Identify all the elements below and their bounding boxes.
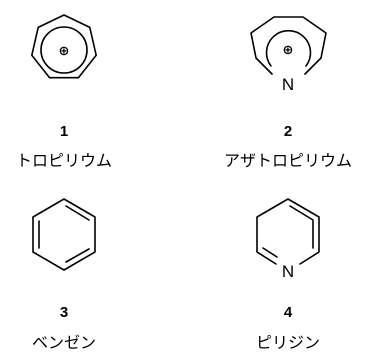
- compound-4-number: 4: [284, 304, 293, 321]
- compound-4-ring: [256, 198, 320, 265]
- compound-2-number: 2: [284, 123, 292, 140]
- compound-2-ring: [250, 16, 327, 75]
- compound-4-nitrogen-atom: N: [282, 262, 294, 281]
- compound-3-name: ベンゼン: [32, 333, 96, 352]
- compound-3-structure: [32, 198, 96, 271]
- compound-4-name: ピリジン: [256, 333, 320, 352]
- compound-3-double-bond: [65, 205, 90, 221]
- compound-1-name: トロピリウム: [16, 151, 112, 170]
- compound-1-charge: ⊕: [59, 43, 70, 58]
- compound-4-structure: [256, 198, 320, 265]
- compound-4-double-bond: [262, 247, 278, 258]
- compound-3-double-bond: [65, 248, 90, 263]
- compound-3-ring: [32, 198, 96, 271]
- compound-2-aromatic-arc: [265, 29, 312, 67]
- compound-4-double-bond: [289, 205, 314, 221]
- compound-1-ring: [30, 14, 97, 79]
- compound-2-structure: [250, 16, 327, 75]
- compound-1-aromatic-circle: [40, 26, 88, 74]
- compound-3-number: 3: [60, 304, 68, 321]
- compound-1-structure: [30, 14, 97, 79]
- compound-2-name: アザトロピリウム: [224, 151, 352, 170]
- compound-2-nitrogen-atom: N: [282, 75, 294, 94]
- compound-1-number: 1: [60, 123, 68, 140]
- compound-2-charge: ⊕: [283, 42, 294, 57]
